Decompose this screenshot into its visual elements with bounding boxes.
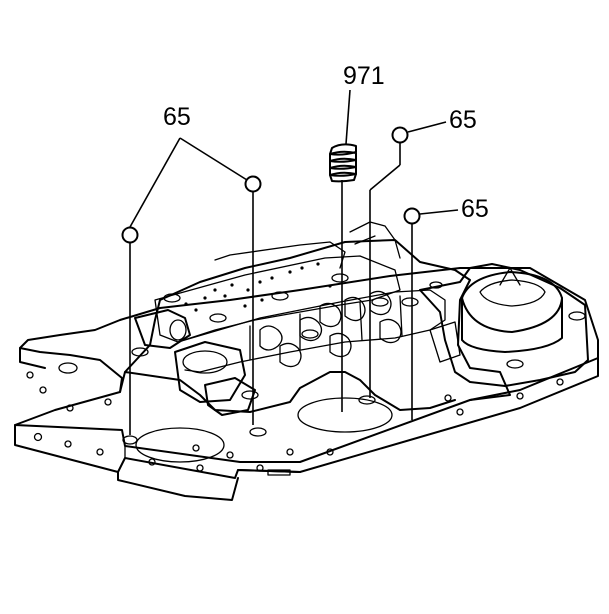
spring [329,143,357,412]
callout-spring-label: 971 [343,62,385,90]
callout-ball-right-upper-label: 65 [449,106,477,134]
valve-body [58,221,511,416]
check-ball-middle [244,175,262,425]
solenoids [134,309,256,416]
accumulator-housing [419,263,589,387]
check-ball-right-upper [369,126,409,398]
callout-ball-left-label: 65 [163,103,191,131]
bolts [58,273,419,405]
spool-valves [259,290,402,368]
surface-detail [184,262,332,312]
check-ball-left [121,226,139,435]
callout-leaders [129,89,459,228]
callout-ball-right-lower-label: 65 [461,195,489,223]
check-ball-right-lower [403,207,421,420]
